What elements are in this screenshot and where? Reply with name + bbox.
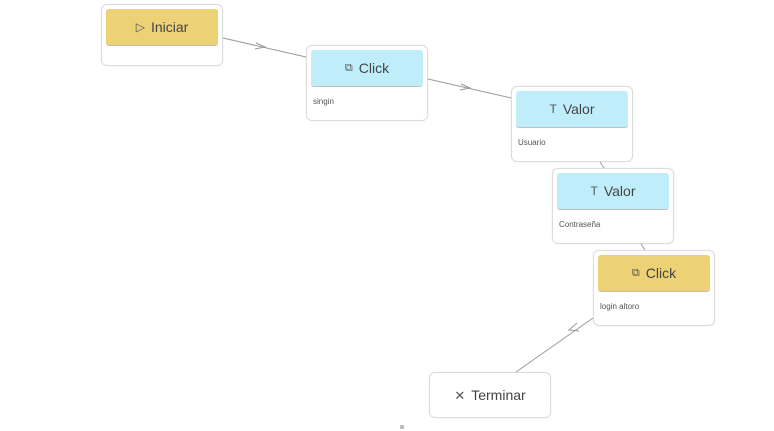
node-start-label: Iniciar <box>150 19 189 35</box>
node-end-label: Terminar <box>471 387 526 403</box>
cursor-click-icon: ⧉ <box>344 61 353 74</box>
node-click-login-label: Click <box>645 265 677 281</box>
text-t-icon: T <box>590 184 598 198</box>
node-valor-usuario[interactable]: T Valor Usuario <box>511 86 633 162</box>
canvas-marker <box>400 425 404 429</box>
edge-click2-end <box>515 317 594 373</box>
play-icon: ▷ <box>135 20 145 34</box>
edge-start-click1 <box>222 37 307 58</box>
text-t-icon: T <box>549 102 557 116</box>
node-valor-contrasena-header[interactable]: T Valor <box>557 173 669 210</box>
node-click-singin-sublabel: singin <box>313 97 334 106</box>
node-valor-contrasena-sublabel: Contraseña <box>559 220 601 229</box>
edge-click1-valor1 <box>427 78 512 99</box>
node-click-singin-label: Click <box>358 60 390 76</box>
node-valor-contrasena[interactable]: T Valor Contraseña <box>552 168 674 244</box>
node-click-login-sublabel: login altoro <box>600 302 640 311</box>
close-x-icon: ✕ <box>454 387 466 403</box>
cursor-click-icon: ⧉ <box>631 266 640 279</box>
edge-start-click1-arrow <box>254 42 267 50</box>
node-start[interactable]: ▷ Iniciar <box>101 4 223 66</box>
edge-click2-end-arrow <box>567 322 580 332</box>
node-valor-usuario-header[interactable]: T Valor <box>516 91 628 128</box>
node-valor-contrasena-label: Valor <box>603 183 636 199</box>
node-click-singin-header[interactable]: ⧉ Click <box>311 50 423 87</box>
node-click-login-header[interactable]: ⧉ Click <box>598 255 710 292</box>
node-valor-usuario-label: Valor <box>562 101 595 117</box>
node-start-header[interactable]: ▷ Iniciar <box>106 9 218 46</box>
node-end[interactable]: ✕ Terminar <box>429 372 551 418</box>
node-click-login[interactable]: ⧉ Click login altoro <box>593 250 715 326</box>
node-valor-usuario-sublabel: Usuario <box>518 138 546 147</box>
node-click-singin[interactable]: ⧉ Click singin <box>306 45 428 121</box>
edge-click1-valor1-arrow <box>459 83 472 91</box>
